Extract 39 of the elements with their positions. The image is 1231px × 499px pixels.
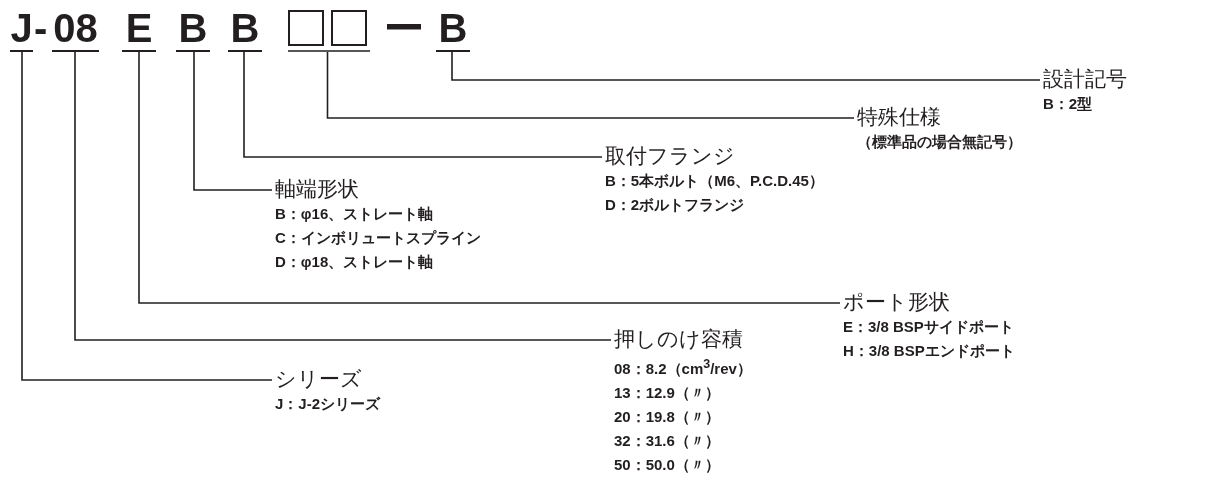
option-text: 32：31.6（〃） [614, 431, 721, 451]
option-text: 20：19.8（〃） [614, 407, 721, 427]
item-heading: 軸端形状 [275, 176, 360, 202]
code-separator: - [34, 6, 48, 50]
leader-line [138, 51, 841, 304]
item-heading: ポート形状 [843, 289, 951, 315]
option-text: E：3/8 BSPサイドポート [843, 317, 1015, 337]
item-heading: 設計記号 [1043, 66, 1127, 92]
option-text: B：2型 [1043, 94, 1094, 114]
leader-line [451, 51, 1041, 81]
leader-line [193, 51, 273, 191]
option-text: 08：8.2（cm$^{3}$/rev） [614, 356, 752, 379]
code-segment: J [10, 6, 33, 52]
leader-line [21, 51, 273, 381]
leader-line [287, 50, 855, 119]
code-segment: B [228, 6, 262, 52]
code-segment: E [122, 6, 156, 52]
option-text: D：φ18、ストレート軸 [275, 252, 435, 272]
option-text: B：5本ボルト（M6、P.C.D.45） [605, 171, 824, 191]
item-heading: シリーズ [275, 366, 363, 392]
option-text: D：2ボルトフランジ [605, 195, 746, 215]
leader-line [243, 51, 603, 158]
code-segment: B [176, 6, 210, 52]
blank-code-box [331, 10, 367, 46]
option-text: H：3/8 BSPエンドポート [843, 341, 1015, 361]
item-heading: 押しのけ容積 [614, 326, 744, 352]
option-text: （標準品の場合無記号） [857, 132, 1022, 152]
code-segment: 08 [52, 6, 99, 52]
item-heading: 特殊仕様 [857, 104, 942, 130]
blank-code-box [288, 10, 324, 46]
option-text: B：φ16、ストレート軸 [275, 204, 435, 224]
option-text: C：インボリュートスプライン [275, 228, 481, 248]
code-separator: ー [384, 6, 424, 50]
item-heading: 取付フランジ [605, 143, 736, 169]
option-text: 50：50.0（〃） [614, 455, 721, 475]
option-text: 13：12.9（〃） [614, 383, 721, 403]
option-text: J：J-2シリーズ [275, 394, 381, 414]
leader-line [74, 51, 612, 341]
code-segment: B [436, 6, 470, 52]
